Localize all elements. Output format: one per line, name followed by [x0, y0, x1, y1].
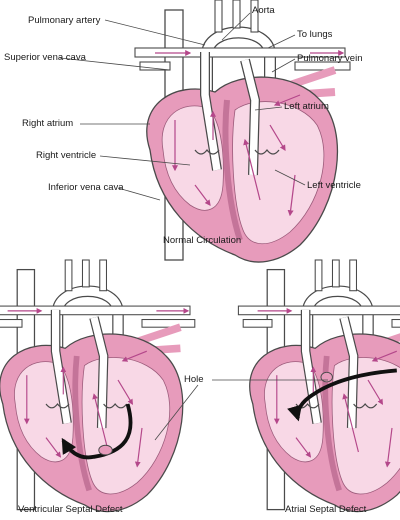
- label-hole: Hole: [184, 374, 204, 385]
- heart-asd: [238, 260, 400, 512]
- label-aorta: Aorta: [252, 5, 275, 16]
- label-pulmonary-vein: Pulmonary vein: [297, 53, 363, 64]
- label-right-atrium: Right atrium: [22, 118, 74, 129]
- leader-lines: [59, 12, 328, 441]
- label-right-ventricle: Right ventricle: [36, 150, 97, 161]
- caption-normal-circulation: Normal Circulation: [163, 235, 242, 246]
- label-pulmonary-artery: Pulmonary artery: [28, 15, 101, 26]
- label-inferior-vena-cava: Inferior vena cava: [48, 182, 124, 193]
- label-superior-vena-cava: Superior vena cava: [4, 52, 86, 63]
- caption-ventricular-septal-defect: Ventricular Septal Defect: [18, 504, 123, 515]
- label-left-ventricle: Left ventricle: [307, 180, 361, 191]
- caption-atrial-septal-defect: Atrial Septal Defect: [285, 504, 367, 515]
- heart-vsd: [0, 260, 195, 512]
- label-left-atrium: Left atrium: [284, 101, 329, 112]
- label-to-lungs: To lungs: [297, 29, 333, 40]
